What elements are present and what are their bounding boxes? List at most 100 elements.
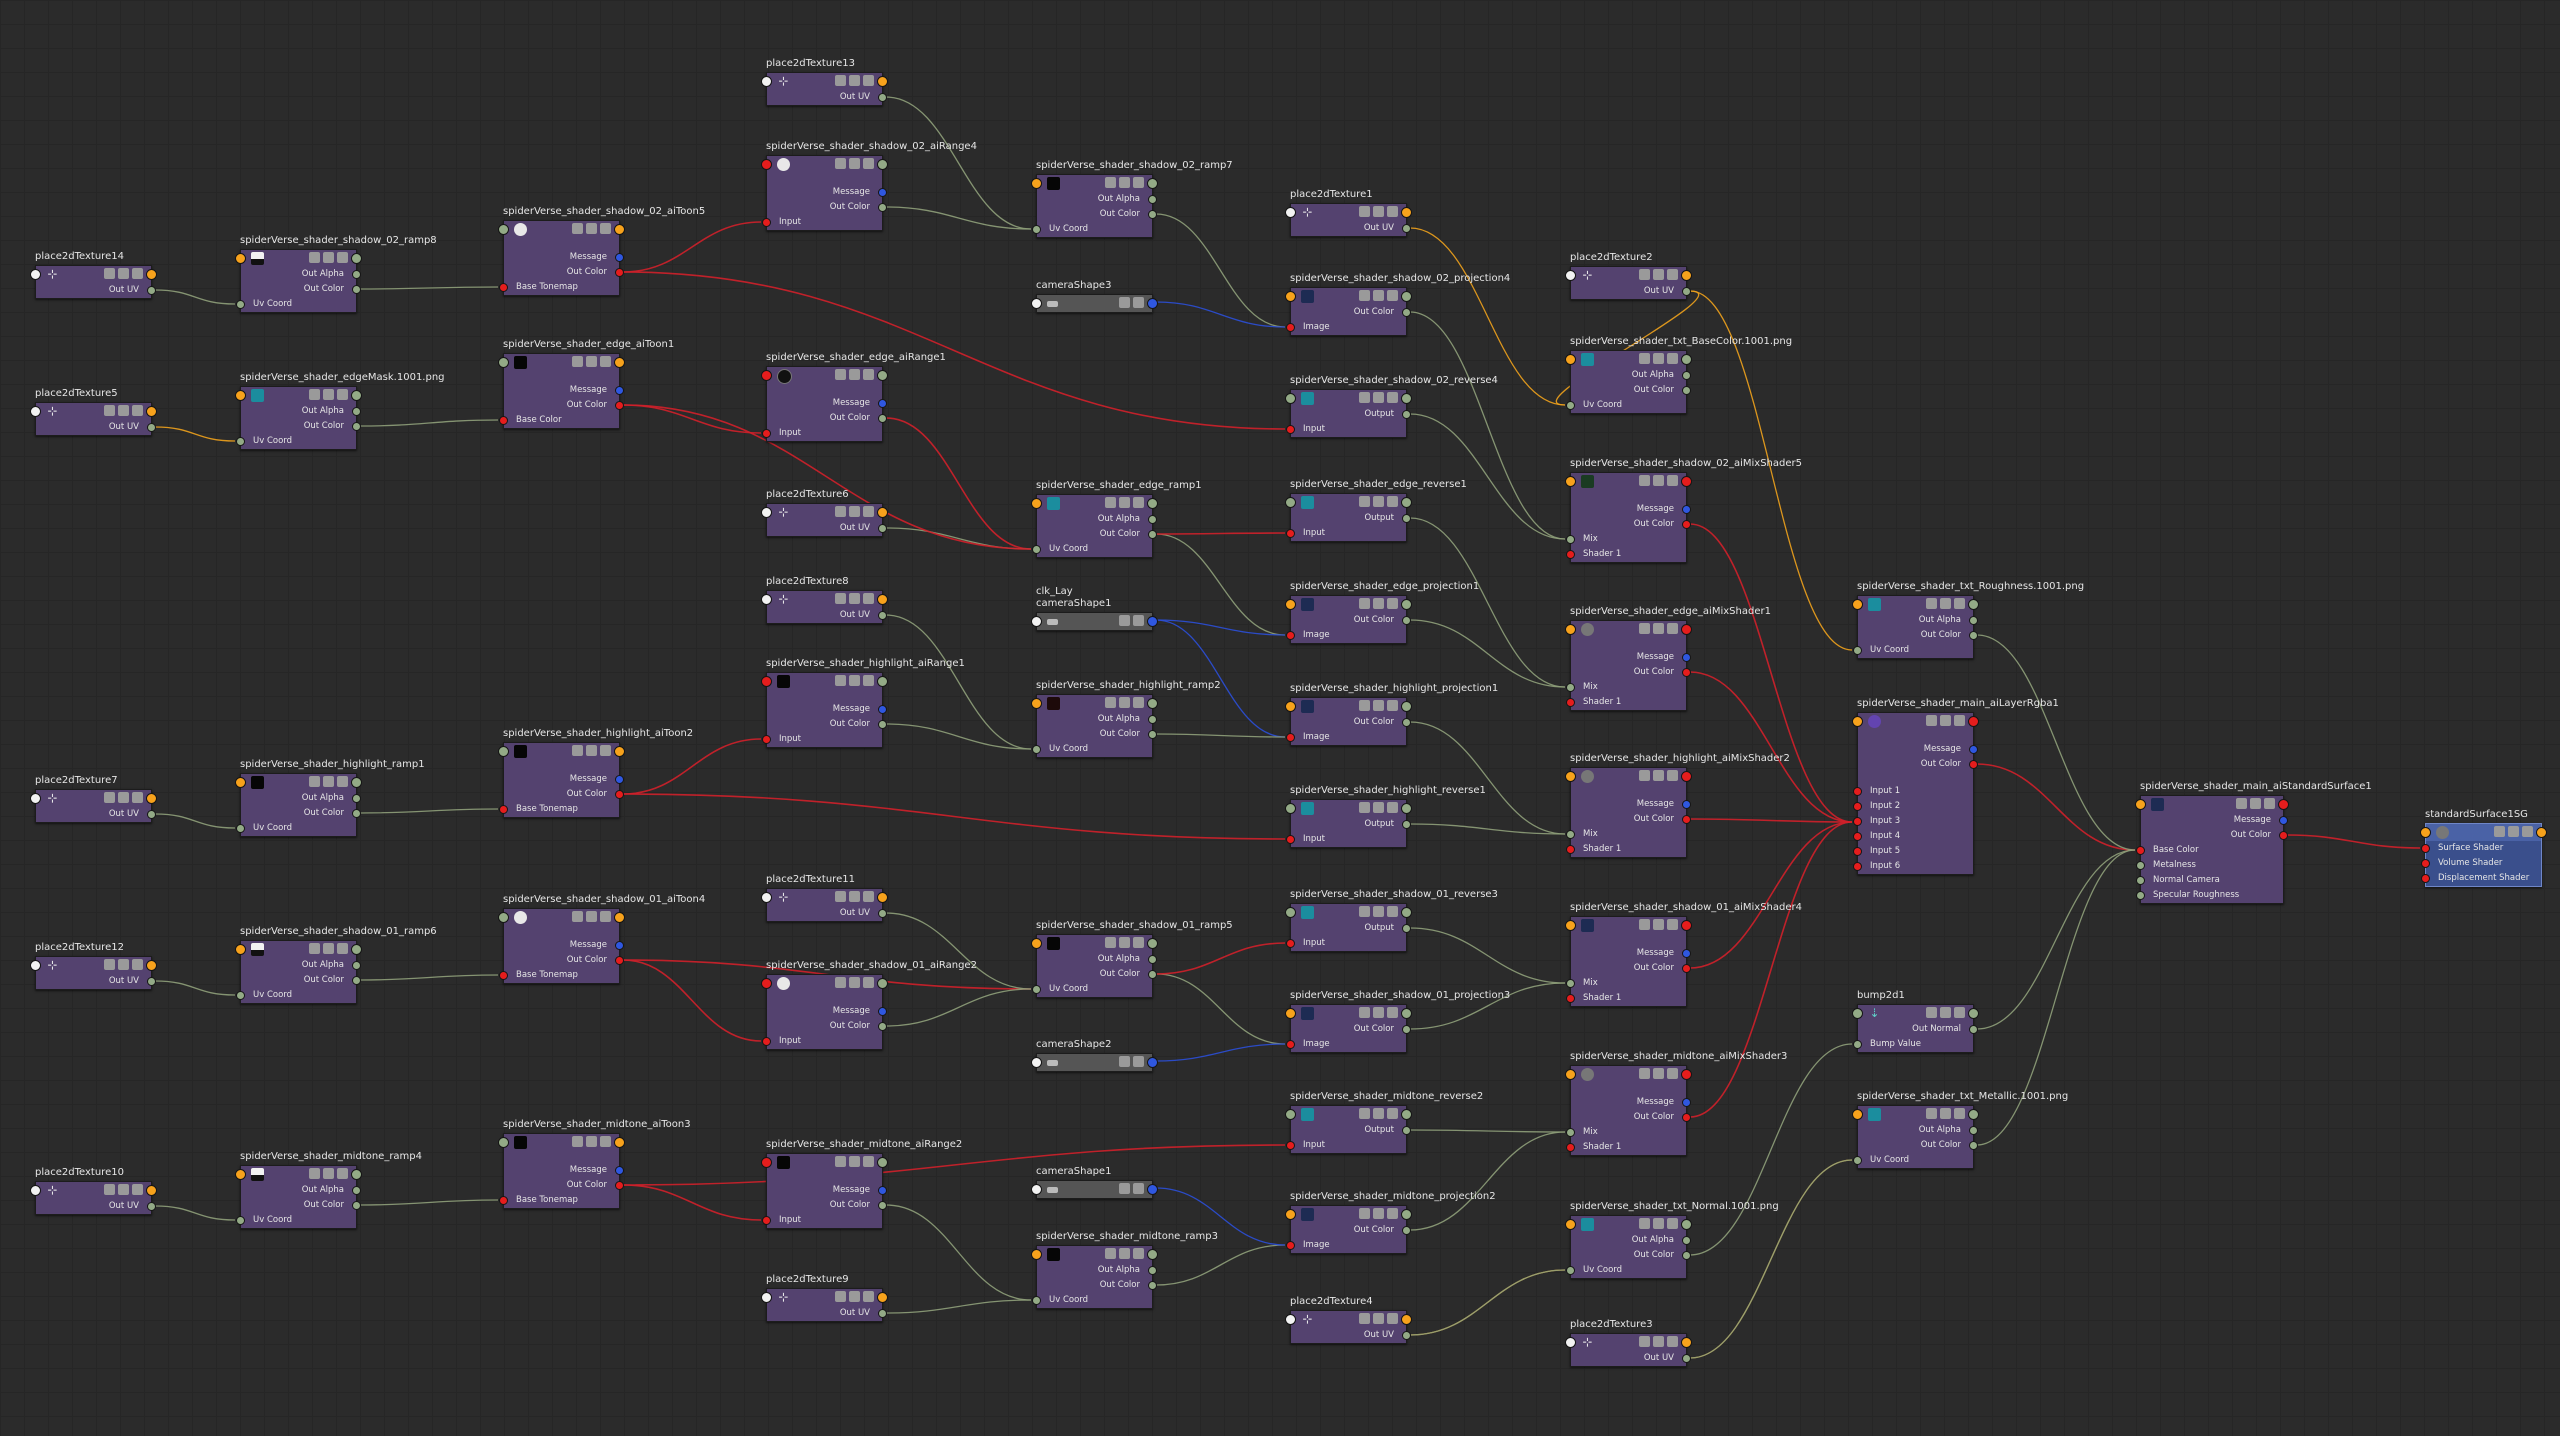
out-color-row-out-port[interactable]	[1402, 1226, 1411, 1235]
toggle-icon[interactable]	[572, 745, 583, 756]
attribute-icon[interactable]	[118, 405, 129, 416]
message-row-out-port[interactable]	[878, 399, 887, 408]
node-output-port[interactable]	[351, 944, 362, 955]
toggle-icon[interactable]	[835, 1291, 846, 1302]
message-row-out-port[interactable]	[878, 1007, 887, 1016]
wire-shadow01Ramp6-to-shadow01Toon4[interactable]	[359, 974, 499, 981]
input-row-in-port[interactable]	[762, 1216, 771, 1225]
attribute-icon[interactable]	[1653, 919, 1664, 930]
attribute-icon[interactable]	[1373, 1208, 1384, 1219]
sg-input-row-2-in-port[interactable]	[2421, 859, 2430, 868]
output-row-out-port[interactable]	[1402, 924, 1411, 933]
image-row-in-port[interactable]	[1286, 733, 1295, 742]
toggle-icon[interactable]	[1639, 1218, 1650, 1229]
attribute-icon[interactable]	[849, 506, 860, 517]
settings-icon[interactable]	[1133, 177, 1144, 188]
settings-icon[interactable]	[1133, 697, 1144, 708]
attribute-icon[interactable]	[1653, 1218, 1664, 1229]
toggle-icon[interactable]	[1359, 598, 1370, 609]
settings-icon[interactable]	[600, 223, 611, 234]
message-row-out-port[interactable]	[878, 705, 887, 714]
attribute-icon[interactable]	[1940, 598, 1951, 609]
out-alpha-row-out-port[interactable]	[1682, 1236, 1691, 1245]
node-input-port[interactable]	[30, 1185, 41, 1196]
node-output-port[interactable]	[614, 224, 625, 235]
attribute-icon[interactable]	[1373, 906, 1384, 917]
out-color-row-out-port[interactable]	[615, 401, 624, 410]
wire-p2d7-to-highlightRamp1[interactable]	[154, 813, 236, 829]
node-aiMix5[interactable]: spiderVerse_shader_shadow_02_aiMixShader…	[1565, 458, 1802, 563]
attribute-icon[interactable]	[586, 1136, 597, 1147]
node-input-port[interactable]	[1852, 1109, 1863, 1120]
node-output-port[interactable]	[877, 507, 888, 518]
attribute-icon[interactable]	[118, 268, 129, 279]
attribute-icon[interactable]	[1373, 290, 1384, 301]
settings-icon[interactable]	[1667, 770, 1678, 781]
node-output-port[interactable]	[1401, 1314, 1412, 1325]
settings-icon[interactable]	[1387, 906, 1398, 917]
wire-p2d3-to-metallic[interactable]	[1689, 1159, 1853, 1359]
wire-p2d11-to-shadow01Ramp5[interactable]	[885, 912, 1032, 990]
wire-p2d4-to-normal[interactable]	[1409, 1269, 1566, 1336]
attribute-icon[interactable]	[1653, 269, 1664, 280]
wire-projection4-to-aiMix5[interactable]	[1409, 311, 1566, 540]
uv-coord-row-in-port[interactable]	[236, 437, 245, 446]
shader1-row-in-port[interactable]	[1566, 550, 1575, 559]
out-uv-row-out-port[interactable]	[1682, 287, 1691, 296]
toggle-icon[interactable]	[1926, 1108, 1937, 1119]
node-input-port[interactable]	[1565, 476, 1576, 487]
out-alpha-row-out-port[interactable]	[1148, 715, 1157, 724]
node-input-port[interactable]	[2135, 799, 2146, 810]
toggle-icon[interactable]	[1359, 802, 1370, 813]
image-row-in-port[interactable]	[1286, 1040, 1295, 1049]
node-p2d5[interactable]: place2dTexture5⊹Out UV	[30, 388, 157, 436]
node-input-port[interactable]	[761, 1292, 772, 1303]
toggle-icon[interactable]	[1359, 700, 1370, 711]
node-output-port[interactable]	[351, 390, 362, 401]
node-output-port[interactable]	[1401, 907, 1412, 918]
attribute-icon[interactable]	[1653, 1336, 1664, 1347]
node-output-port[interactable]	[1968, 1109, 1979, 1120]
out-alpha-row-out-port[interactable]	[352, 407, 361, 416]
wire-aiRange4-to-ramp7[interactable]	[885, 206, 1032, 230]
attribute-icon[interactable]	[1653, 770, 1664, 781]
out-color-row-out-port[interactable]	[1682, 815, 1691, 824]
node-input-port[interactable]	[761, 676, 772, 687]
settings-icon[interactable]	[1387, 290, 1398, 301]
base-tonemap-row-in-port[interactable]	[499, 416, 508, 425]
shader1-row-in-port[interactable]	[1566, 845, 1575, 854]
node-input-port[interactable]	[30, 960, 41, 971]
base-tonemap-row-in-port[interactable]	[499, 1196, 508, 1205]
node-output-port[interactable]	[1681, 354, 1692, 365]
settings-icon[interactable]	[863, 506, 874, 517]
node-metallic[interactable]: spiderVerse_shader_txt_Metallic.1001.png…	[1852, 1091, 2068, 1169]
out-alpha-row-out-port[interactable]	[352, 270, 361, 279]
out-color-row-out-port[interactable]	[1682, 520, 1691, 529]
settings-icon[interactable]	[1387, 1007, 1398, 1018]
settings-icon[interactable]	[1387, 802, 1398, 813]
node-output-port[interactable]	[614, 912, 625, 923]
out-color-row-out-port[interactable]	[1402, 616, 1411, 625]
out-color-row-out-port[interactable]	[352, 422, 361, 431]
settings-icon[interactable]	[1667, 1218, 1678, 1229]
settings-icon[interactable]	[1387, 700, 1398, 711]
out-color-row-out-port[interactable]	[878, 720, 887, 729]
attribute-icon[interactable]	[1133, 615, 1144, 626]
settings-icon[interactable]	[2264, 798, 2275, 809]
node-output-port[interactable]	[1681, 1069, 1692, 1080]
node-output-port[interactable]	[1147, 1249, 1158, 1260]
wire-p2d12-to-shadow01Ramp6[interactable]	[154, 980, 236, 996]
node-p2d2[interactable]: place2dTexture2⊹Out UV	[1565, 252, 1692, 300]
node-output-port[interactable]	[351, 1169, 362, 1180]
wire-highlightToon2-to-highlightReverse1[interactable]	[622, 793, 1286, 840]
node-input-port[interactable]	[1031, 1249, 1042, 1260]
node-input-port[interactable]	[1852, 1008, 1863, 1019]
uv-coord-row-in-port[interactable]	[236, 1216, 245, 1225]
attribute-icon[interactable]	[1653, 475, 1664, 486]
